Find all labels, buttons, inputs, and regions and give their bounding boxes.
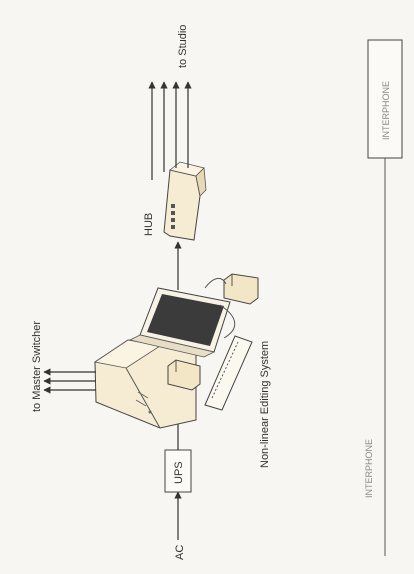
monitor — [128, 287, 231, 358]
ups-box — [164, 420, 192, 493]
interface-unit-box — [167, 359, 201, 391]
keyboard — [204, 335, 253, 411]
hub-device — [163, 161, 207, 241]
to-studio-arrows — [148, 81, 192, 180]
speaker-box — [204, 273, 259, 339]
hub-label: HUB — [143, 213, 155, 236]
ups-label: UPS — [173, 461, 185, 484]
interphone-line-label: INTERPHONE — [364, 439, 374, 498]
ac-label: AC — [174, 545, 186, 560]
editing-system-label: Non-linear Editing System — [259, 341, 271, 468]
to-master-switcher-arrows — [43, 368, 96, 394]
workstation-tower — [93, 339, 197, 429]
to-master-switcher-label: to Master Switcher — [31, 321, 43, 412]
to-studio-label: to Studio — [177, 25, 189, 68]
interphone-box — [367, 39, 403, 159]
interphone-box-label: INTERPHONE — [381, 81, 391, 140]
